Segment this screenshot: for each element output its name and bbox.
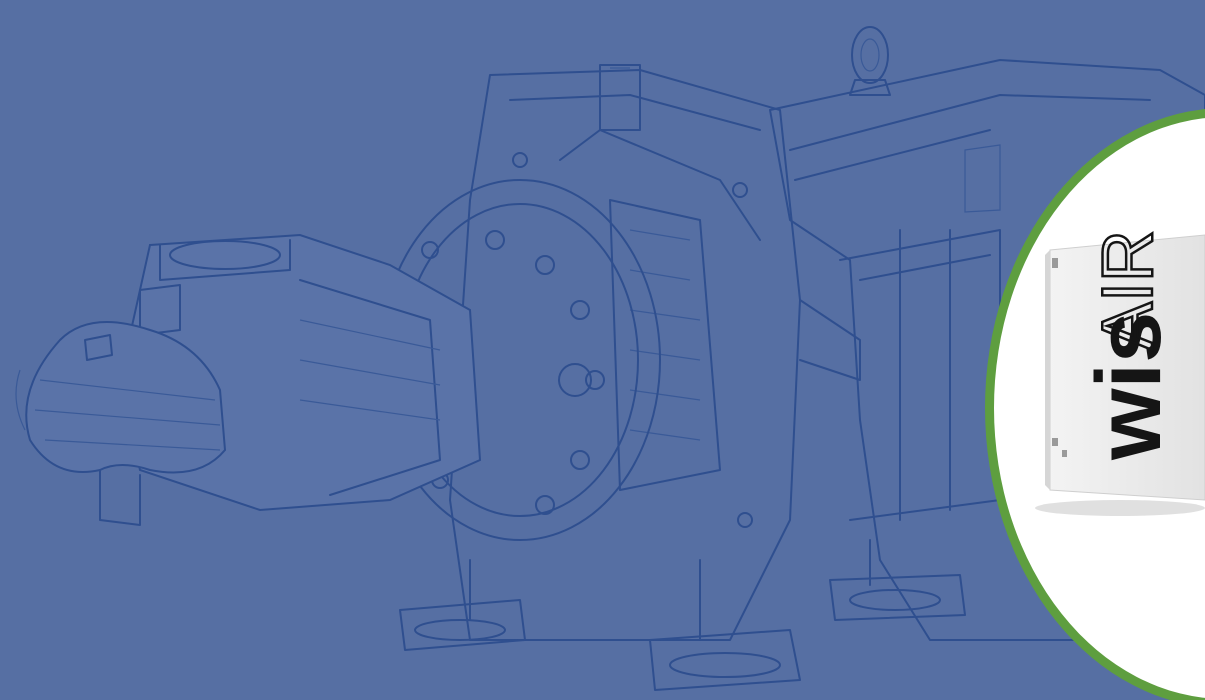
base-feet [399, 539, 966, 691]
motor-housing [769, 26, 1205, 641]
bell-housing [449, 64, 861, 641]
wisair-product-box: wis AIR [1035, 230, 1205, 516]
pump-head [15, 321, 227, 526]
wisair-logo: wis AIR [1078, 230, 1180, 461]
svg-text:AIR: AIR [1088, 230, 1168, 350]
svg-text:wis: wis [1078, 312, 1180, 461]
